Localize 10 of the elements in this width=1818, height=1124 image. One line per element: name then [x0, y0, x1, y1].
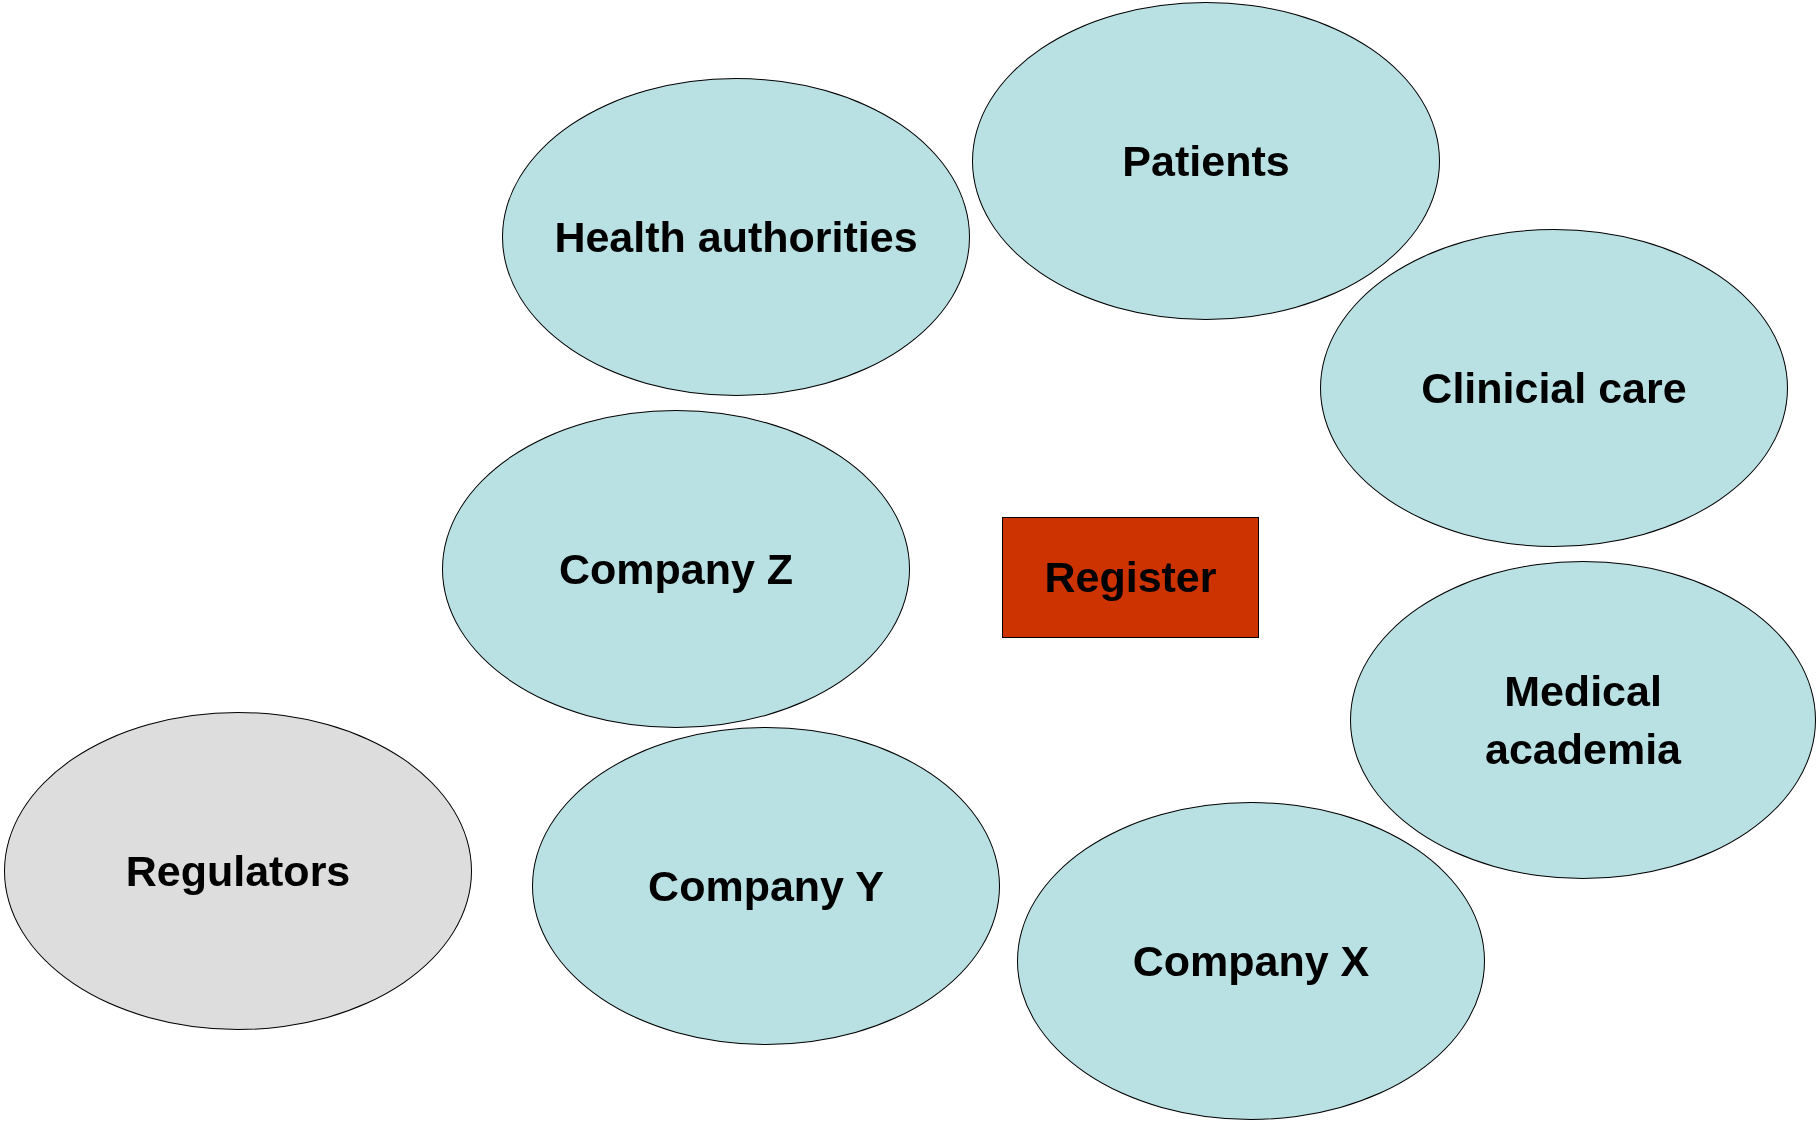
node-label: Medical academia — [1484, 665, 1683, 775]
node-label: Company X — [1132, 935, 1370, 987]
node-label: Regulators — [125, 845, 351, 897]
node-label: Company Z — [558, 543, 794, 595]
node-label: Register — [1044, 552, 1217, 604]
register-box — [1002, 517, 1259, 638]
node-label: Health authorities — [554, 211, 918, 263]
node-label: Patients — [1122, 135, 1290, 187]
node-label: Clinicial care — [1421, 362, 1687, 414]
node-label: Company Y — [648, 860, 884, 912]
